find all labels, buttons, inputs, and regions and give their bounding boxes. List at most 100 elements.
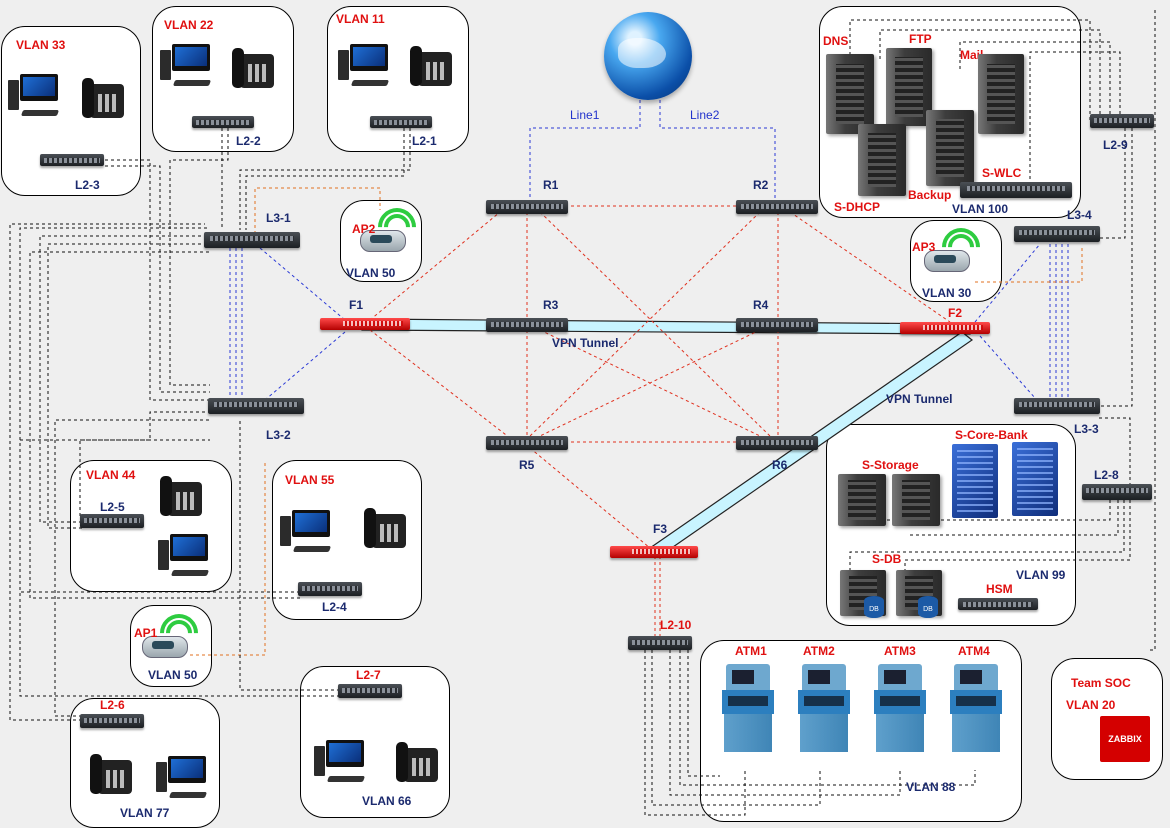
atm1-icon[interactable] [720, 664, 776, 752]
router-r2-label: R2 [753, 178, 769, 192]
access-point-ap2-icon[interactable] [356, 200, 424, 256]
core-bank-server-icon[interactable] [952, 444, 998, 518]
link-l26b [54, 419, 210, 717]
switch-l2-2-label: L2-2 [236, 134, 261, 148]
link-l210-atm3 [669, 650, 901, 796]
atm2-icon[interactable] [796, 664, 852, 752]
pc-icon [280, 510, 336, 556]
switch-l3-3-icon[interactable] [1014, 398, 1100, 414]
vlan100-label: VLAN 100 [952, 202, 1009, 216]
switch-l2-3-label: L2-3 [75, 178, 100, 192]
switch-l2-2-icon[interactable] [192, 116, 254, 128]
dns-label: DNS [823, 34, 849, 48]
pc-icon [8, 74, 64, 120]
ap2-group [340, 200, 422, 282]
ip-phone-icon [82, 76, 126, 120]
ap2-label: AP2 [352, 222, 376, 236]
storage-label: S-Storage [862, 458, 919, 472]
storage-server-icon-2[interactable] [892, 474, 940, 526]
backup-server-icon[interactable] [926, 110, 974, 186]
dhcp-server-icon[interactable] [858, 124, 906, 196]
wlc-label: S-WLC [982, 166, 1022, 180]
vlan55-label: VLAN 55 [285, 473, 335, 487]
vlan20-label: VLAN 20 [1066, 698, 1116, 712]
router-r5-label: R5 [519, 458, 535, 472]
switch-l2-8-label: L2-8 [1094, 468, 1119, 482]
vlan22-label: VLAN 22 [164, 18, 214, 32]
line2-label: Line2 [690, 108, 720, 122]
link-l22b [169, 128, 229, 386]
atm4-icon[interactable] [948, 664, 1004, 752]
dhcp-label: S-DHCP [834, 200, 881, 214]
link-r4-r5 [539, 329, 761, 437]
link-l31-f1 [259, 247, 346, 321]
router-r1-icon[interactable] [486, 200, 568, 214]
link-l28-db [849, 500, 1125, 570]
router-r4-icon[interactable] [736, 318, 818, 332]
router-r3-icon[interactable] [486, 318, 568, 332]
switch-l2-6-icon[interactable] [80, 714, 144, 728]
switch-l2-1-icon[interactable] [370, 116, 432, 128]
zabbix-logo-icon[interactable]: ZABBIX [1100, 716, 1150, 762]
database-icon: DB [918, 596, 938, 618]
router-r6-icon[interactable] [736, 436, 818, 450]
atm1-label: ATM1 [735, 644, 767, 658]
storage-server-icon[interactable] [838, 474, 886, 526]
switch-l2-3-icon[interactable] [40, 154, 104, 166]
dns-server-icon[interactable] [826, 54, 874, 134]
switch-l3-1-label: L3-1 [266, 211, 291, 225]
firewall-f3-icon[interactable] [610, 546, 698, 558]
ip-phone-icon [410, 44, 454, 88]
link-l210-atm4 [679, 650, 976, 786]
ftp-server-icon[interactable] [886, 48, 932, 126]
link-l29b [879, 29, 1101, 120]
switch-l2-7-icon[interactable] [338, 684, 402, 698]
line2-link [659, 100, 776, 200]
access-point-ap3-icon[interactable] [920, 220, 988, 276]
hsm-device-icon[interactable] [958, 598, 1038, 610]
line1-label: Line1 [570, 108, 600, 122]
ap2-vlan-label: VLAN 50 [346, 266, 396, 280]
router-r5-icon[interactable] [486, 436, 568, 450]
switch-l2-10-icon[interactable] [628, 636, 692, 650]
core-bank-label: S-Core-Bank [955, 428, 1028, 442]
firewall-f2-icon[interactable] [900, 322, 990, 334]
db-label: S-DB [872, 552, 902, 566]
link-l26 [9, 223, 205, 721]
firewall-f1-icon[interactable] [320, 318, 410, 330]
wlc-controller-icon[interactable] [960, 182, 1072, 198]
switch-l2-9-icon[interactable] [1090, 114, 1154, 128]
switch-l2-1-label: L2-1 [412, 134, 437, 148]
switch-l3-2-icon[interactable] [208, 398, 304, 414]
switch-l2-4-icon[interactable] [298, 582, 362, 596]
access-point-ap1-icon[interactable] [138, 606, 206, 662]
atm3-icon[interactable] [872, 664, 928, 752]
core-bank-server-icon-2[interactable] [1012, 442, 1058, 516]
atm2-label: ATM2 [803, 644, 835, 658]
switch-l3-4-icon[interactable] [1014, 226, 1100, 242]
router-r6-label: R6 [772, 458, 788, 472]
switch-l2-5-icon[interactable] [80, 514, 144, 528]
switch-l3-1-icon[interactable] [204, 232, 300, 248]
ap3-label: AP3 [912, 240, 936, 254]
firewall-f1-label: F1 [349, 298, 364, 312]
router-r2-icon[interactable] [736, 200, 818, 214]
link-l25b [47, 243, 210, 529]
mail-server-icon[interactable] [978, 54, 1024, 134]
link-l23b [105, 165, 210, 393]
link-l32-f1 [264, 331, 346, 401]
ap3-vlan-label: VLAN 30 [922, 286, 972, 300]
ip-phone-icon [396, 740, 440, 784]
switch-l2-6-label: L2-6 [100, 698, 125, 712]
ap1-label: AP1 [134, 626, 158, 640]
switch-l2-8-icon[interactable] [1082, 484, 1152, 500]
router-r4-label: R4 [753, 298, 769, 312]
switch-l2-7-label: L2-7 [356, 668, 381, 682]
router-r3-label: R3 [543, 298, 559, 312]
database-icon: DB [864, 596, 884, 618]
link-l28 [1098, 417, 1131, 492]
backup-label: Backup [908, 188, 952, 202]
link-f1-r1 [369, 211, 501, 321]
vpn-tunnel-label-2: VPN Tunnel [886, 392, 953, 406]
link-ap3 [975, 246, 1083, 283]
